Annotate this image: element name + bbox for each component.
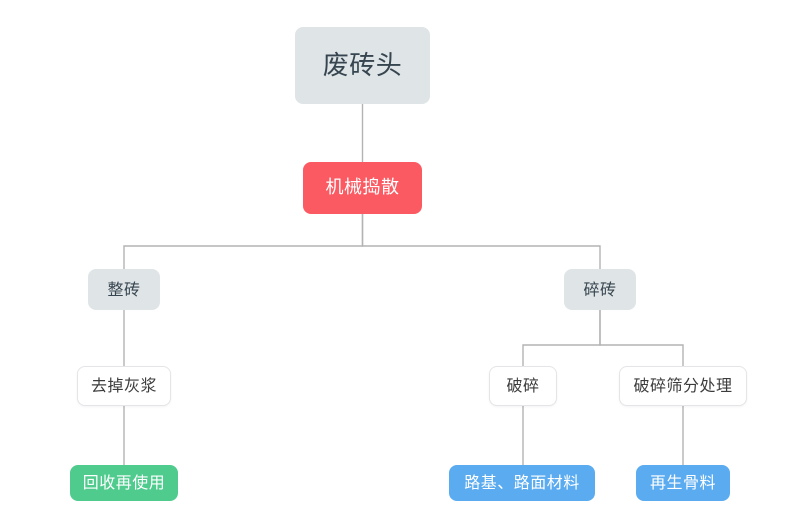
node-label-mechanical-crushing: 机械捣散 — [325, 177, 400, 198]
node-mechanical-crushing[interactable]: 机械捣散 — [303, 162, 422, 214]
node-broken-brick[interactable]: 碎砖 — [564, 269, 636, 310]
node-crush[interactable]: 破碎 — [489, 366, 557, 406]
connector-broken-brick-to-crush-screen-treatment — [599, 310, 684, 366]
node-recycle-reuse[interactable]: 回收再使用 — [70, 465, 178, 501]
connector-broken-brick-to-crush — [522, 310, 601, 366]
node-subgrade-pavement-material[interactable]: 路基、路面材料 — [449, 465, 595, 501]
node-label-broken-brick: 碎砖 — [583, 279, 617, 299]
node-label-subgrade-pavement-material: 路基、路面材料 — [464, 473, 580, 492]
node-whole-brick[interactable]: 整砖 — [88, 269, 160, 310]
node-crush-screen-treatment[interactable]: 破碎筛分处理 — [619, 366, 747, 406]
node-waste-brick[interactable]: 废砖头 — [295, 27, 430, 104]
node-recycled-aggregate[interactable]: 再生骨料 — [636, 465, 730, 501]
node-remove-mortar[interactable]: 去掉灰浆 — [77, 366, 171, 406]
node-label-remove-mortar: 去掉灰浆 — [90, 376, 157, 395]
node-label-crush-screen-treatment: 破碎筛分处理 — [633, 376, 733, 395]
node-label-crush: 破碎 — [506, 376, 540, 395]
node-label-whole-brick: 整砖 — [107, 279, 141, 299]
node-label-recycled-aggregate: 再生骨料 — [649, 473, 716, 492]
node-label-recycle-reuse: 回收再使用 — [82, 473, 166, 492]
connector-mechanical-crushing-to-broken-brick — [361, 214, 601, 269]
connector-mechanical-crushing-to-whole-brick — [123, 214, 364, 269]
node-label-waste-brick: 废砖头 — [322, 50, 403, 81]
